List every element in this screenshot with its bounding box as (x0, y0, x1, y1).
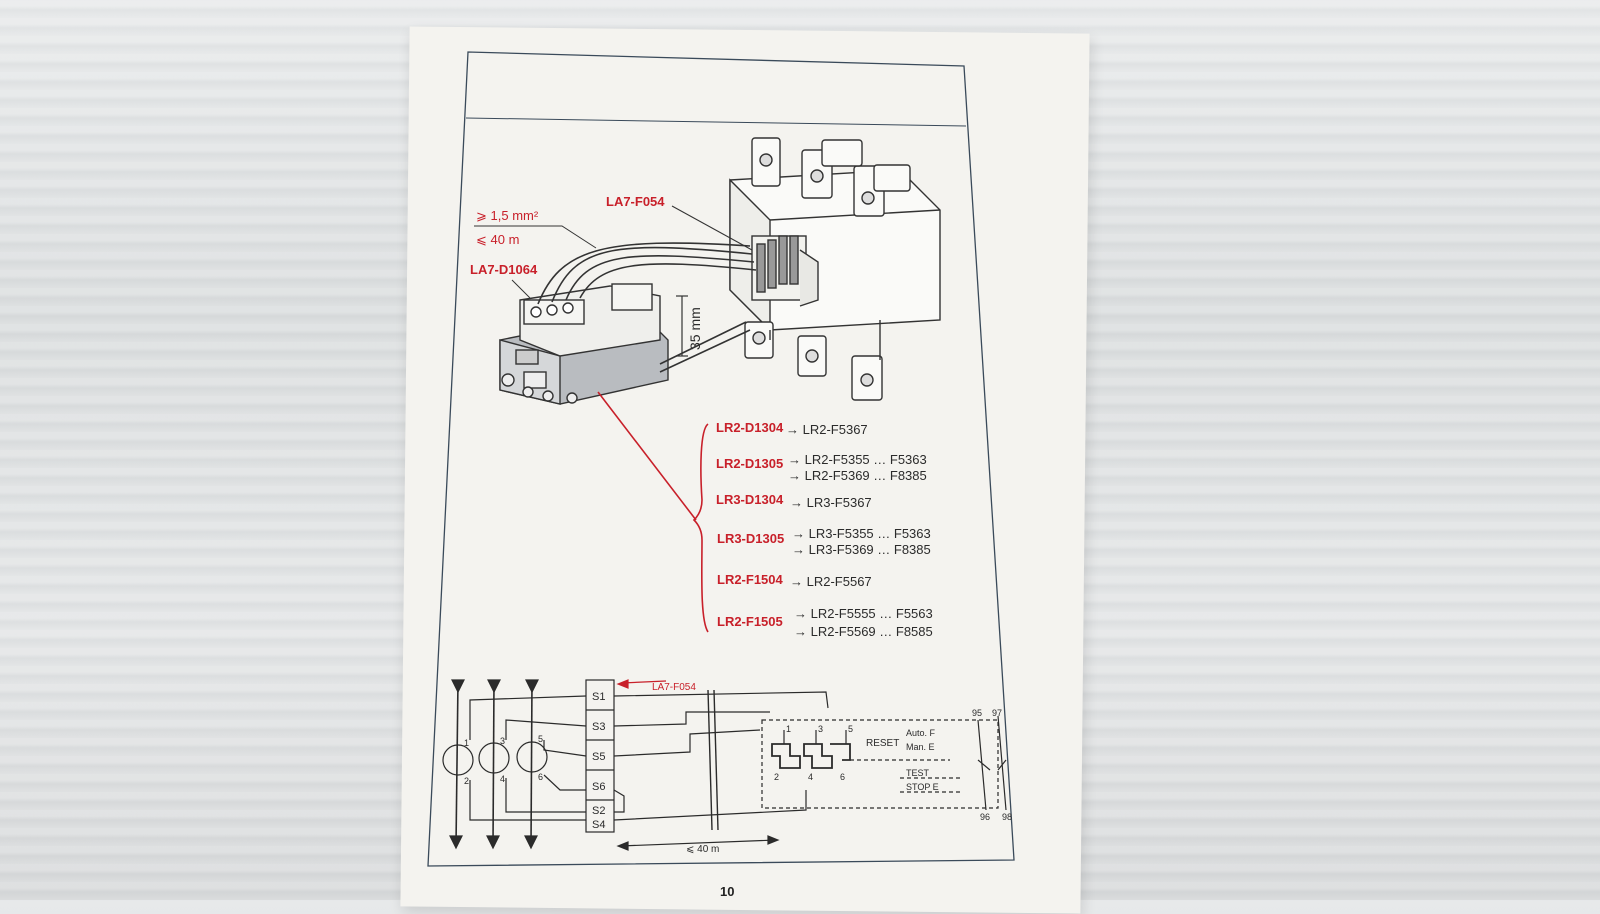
leader-lines (474, 205, 753, 299)
compat-row-3-from: LR3-D1304 (716, 492, 784, 507)
compat-row-6-to-2: → LR2-F5569 … F8585 (794, 624, 933, 639)
relay-term-2: 2 (774, 772, 779, 782)
compat-row-6-to-1: → LR2-F5555 … F5563 (794, 606, 933, 621)
compat-row-2-to-1: → LR2-F5355 … F5363 (788, 452, 927, 467)
contact-98: 98 (1002, 812, 1012, 822)
dimension-35mm (676, 295, 688, 357)
compat-row-2-from: LR2-D1305 (716, 456, 783, 471)
compat-row-1-from: LR2-D1304 (716, 420, 784, 435)
brace (692, 423, 709, 633)
terminal-s3: S3 (592, 721, 605, 733)
contact-96: 96 (980, 812, 990, 822)
ct-term-5: 5 (538, 734, 543, 744)
contact-97: 97 (992, 708, 1002, 718)
auto-label: Auto. F (906, 728, 936, 738)
compatibility-list: LR2-D1304 → LR2-F5367 LR2-D1305 → LR2-F5… (716, 420, 933, 639)
compat-row-5-to: → LR2-F5567 (790, 574, 872, 589)
compat-row-3-to: → LR3-F5367 (790, 495, 872, 510)
test-label: TEST (906, 768, 930, 778)
ct-term-3: 3 (500, 736, 505, 746)
contact-95: 95 (972, 708, 982, 718)
terminal-s5: S5 (592, 751, 605, 763)
compat-row-2-to-2: → LR2-F5369 … F8385 (788, 468, 927, 483)
relay-term-1: 1 (786, 724, 791, 734)
compat-row-4-to-2: → LR3-F5369 … F8385 (792, 542, 931, 557)
red-leader-line (597, 391, 697, 521)
la7-d1064-label: LA7-D1064 (470, 262, 538, 277)
ct-term-4: 4 (500, 774, 505, 784)
schematic-labels: LA7-F054 S1 S3 S5 S6 S2 S4 1 2 3 4 5 6 1… (464, 682, 1012, 855)
compat-row-6-from: LR2-F1505 (717, 614, 783, 629)
thermal-relay-illustration (499, 283, 669, 405)
relay-term-3: 3 (818, 724, 823, 734)
reset-label: RESET (866, 738, 899, 749)
schematic-la7-label: LA7-F054 (652, 682, 696, 693)
compat-row-4-to-1: → LR3-F5355 … F5363 (792, 526, 931, 541)
page-frame (427, 51, 1015, 867)
relay-term-6: 6 (840, 772, 845, 782)
terminal-s2: S2 (592, 805, 605, 817)
terminal-s4: S4 (592, 819, 605, 831)
compat-row-1-to: → LR2-F5367 (786, 422, 868, 437)
contactor-illustration (729, 137, 941, 401)
terminal-s1: S1 (592, 691, 605, 703)
compat-row-4-from: LR3-D1305 (717, 531, 784, 546)
relay-term-4: 4 (808, 772, 813, 782)
la7-f054-label: LA7-F054 (606, 194, 665, 209)
stop-label: STOP E (906, 782, 939, 792)
ct-term-1: 1 (464, 738, 469, 748)
man-label: Man. E (906, 742, 935, 752)
ct-term-2: 2 (464, 776, 469, 786)
compat-row-5-from: LR2-F1504 (717, 572, 784, 587)
ct-term-6: 6 (538, 772, 543, 782)
terminal-s6: S6 (592, 781, 605, 793)
page-number: 10 (720, 884, 735, 899)
dimension-35mm-label: 35 mm (687, 307, 703, 350)
relay-term-5: 5 (848, 724, 853, 734)
distance-label: ⩽ 40 m (686, 844, 719, 855)
wire-section-label: ⩾ 1,5 mm² (476, 208, 539, 223)
control-wires (537, 242, 757, 373)
wire-length-label: ⩽ 40 m (476, 232, 519, 247)
wiring-schematic (442, 679, 1007, 851)
